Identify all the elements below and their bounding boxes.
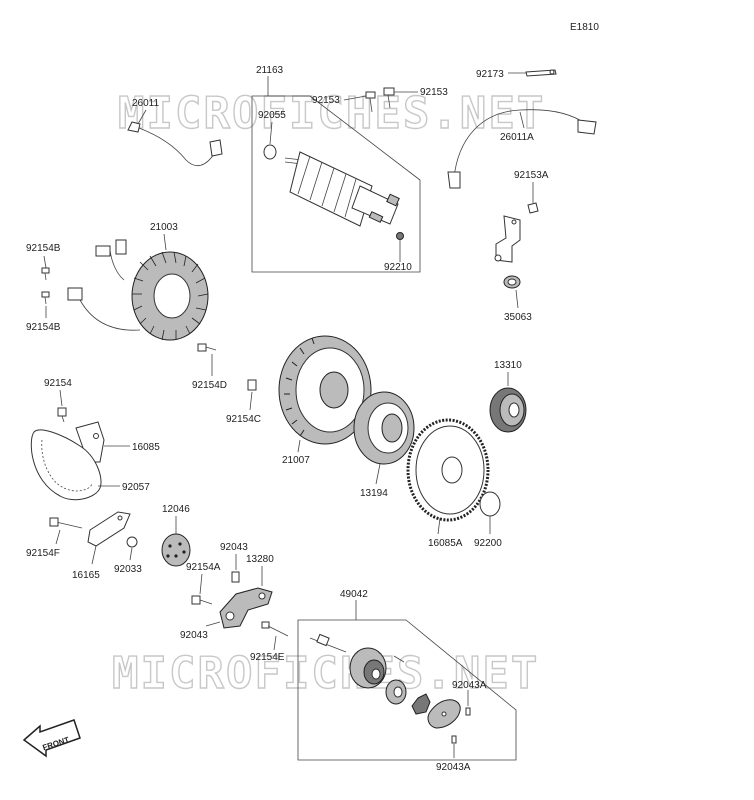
label-92154E: 92154E: [250, 652, 285, 663]
label-92033: 92033: [114, 564, 142, 575]
flywheel-21007[interactable]: [278, 335, 372, 453]
label-16165: 16165: [72, 570, 100, 581]
strap-92173[interactable]: [508, 69, 557, 77]
pin-92043A-bottom[interactable]: [451, 735, 457, 758]
label-92153-left: 92153: [312, 95, 340, 106]
o-ring-92055[interactable]: [263, 144, 277, 160]
label-21007: 21007: [282, 455, 310, 466]
starter-clutch-group-49042[interactable]: [297, 600, 517, 761]
nut-92210[interactable]: [396, 232, 404, 240]
diagram-code: E1810: [570, 22, 599, 33]
starter-motor-group[interactable]: [251, 76, 421, 273]
bracket[interactable]: [494, 215, 521, 263]
label-92057: 92057: [122, 482, 150, 493]
bolt-92154F[interactable]: [49, 517, 83, 545]
label-13310: 13310: [494, 360, 522, 371]
label-26011: 26011: [132, 98, 160, 109]
clutch-13194[interactable]: [353, 391, 415, 485]
label-21163: 21163: [256, 65, 284, 76]
label-92055: 92055: [258, 110, 286, 121]
label-13194: 13194: [360, 488, 388, 499]
arm-13280[interactable]: [219, 587, 273, 629]
bolt-92154[interactable]: [57, 389, 67, 423]
cable-26011A[interactable]: [447, 109, 597, 189]
label-92043-top: 92043: [220, 542, 248, 553]
label-92154C: 92154C: [226, 414, 261, 425]
label-92154B-bottom: 92154B: [26, 322, 61, 333]
gear-16085A[interactable]: [406, 418, 490, 535]
label-35063: 35063: [504, 312, 532, 323]
bolt-92154A[interactable]: [191, 595, 213, 605]
label-92200: 92200: [474, 538, 502, 549]
label-92043A-top: 92043A: [452, 680, 487, 691]
bolt-92154E[interactable]: [261, 621, 289, 651]
label-92154B-top: 92154B: [26, 243, 61, 254]
label-92154D: 92154D: [192, 380, 227, 391]
bolt-92154D[interactable]: [197, 343, 217, 376]
screw-92154B-top[interactable]: [41, 255, 50, 281]
screw-92154B-bottom[interactable]: [41, 291, 50, 318]
chain-92057[interactable]: [30, 429, 120, 501]
stator-21003[interactable]: [67, 239, 209, 341]
bolt-92153-left[interactable]: [343, 91, 376, 113]
label-16085: 16085: [132, 442, 160, 453]
hub[interactable]: [385, 679, 407, 705]
label-13280: 13280: [246, 554, 274, 565]
watermark-bottom: MICROFICHES.NET: [112, 648, 539, 699]
label-92043A-bottom: 92043A: [436, 762, 471, 773]
washer-92033[interactable]: [126, 536, 138, 561]
washer-92200[interactable]: [479, 491, 501, 534]
label-92043-bottom: 92043: [180, 630, 208, 641]
bolt-92154C[interactable]: [247, 379, 257, 411]
gear-13310[interactable]: [489, 387, 527, 433]
grommet-35063[interactable]: [503, 275, 521, 309]
pin-92043-top[interactable]: [231, 571, 240, 583]
clutch-housing[interactable]: [349, 647, 387, 689]
starter-motor[interactable]: [284, 151, 400, 227]
guide-16165[interactable]: [87, 511, 131, 565]
front-arrow-icon: FRONT: [22, 719, 81, 758]
label-92153-right: 92153: [420, 87, 448, 98]
label-92154: 92154: [44, 378, 72, 389]
star-washer[interactable]: [411, 693, 431, 715]
label-12046: 12046: [162, 504, 190, 515]
bolt-92153A[interactable]: [527, 182, 539, 214]
label-16085A: 16085A: [428, 538, 463, 549]
label-26011A: 26011A: [500, 132, 534, 143]
label-49042: 49042: [340, 589, 368, 600]
label-92154A: 92154A: [186, 562, 221, 573]
pin-92043A-top[interactable]: [465, 690, 471, 716]
label-92210: 92210: [384, 262, 412, 273]
shaft[interactable]: [309, 633, 347, 653]
cable-26011[interactable]: [127, 109, 223, 167]
label-92154F: 92154F: [26, 548, 60, 559]
label-92153A: 92153A: [514, 170, 549, 181]
label-92173: 92173: [476, 69, 504, 80]
bolt-92153-right[interactable]: [383, 87, 418, 109]
label-21003: 21003: [150, 222, 178, 233]
plate[interactable]: [427, 699, 461, 729]
sprocket-12046[interactable]: [161, 533, 191, 567]
